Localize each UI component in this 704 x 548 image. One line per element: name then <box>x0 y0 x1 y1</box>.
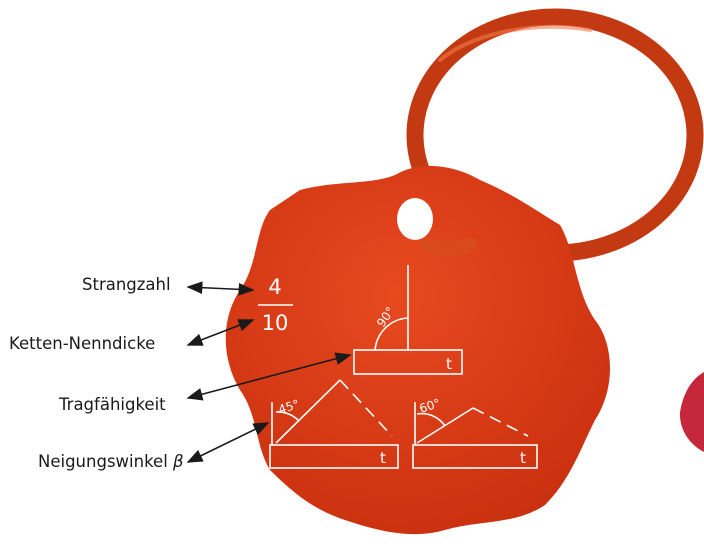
capacity-unit-60: t <box>520 449 526 467</box>
angle-45-arc <box>275 411 299 421</box>
strand-number: 4 <box>268 275 281 299</box>
strand-60-dashed <box>472 407 529 437</box>
beta-symbol: β <box>173 452 184 471</box>
capacity-box-90 <box>353 349 463 375</box>
label-strand-count: Strangzahl <box>82 275 171 294</box>
chain-size: 10 <box>262 311 289 335</box>
capacity-unit-45: t <box>380 449 386 467</box>
angle-60-label: 60° <box>418 396 443 416</box>
strand-45-dashed <box>339 379 393 437</box>
callout-arrows <box>186 281 352 463</box>
capacity-box-60 <box>412 444 538 469</box>
angle-45-label: 45° <box>277 397 302 417</box>
label-inclination-angle: Neigungswinkel β <box>38 452 184 471</box>
capacity-box-45 <box>269 444 399 469</box>
engraving-group <box>258 265 538 469</box>
arrow-strand-count <box>186 281 255 296</box>
label-nominal-chain-size: Ketten-Nenndicke <box>9 334 156 353</box>
label-load-capacity: Tragfähigkeit <box>59 395 166 414</box>
capacity-unit-90: t <box>446 355 452 373</box>
angle-90-arc <box>374 317 409 351</box>
ring-front <box>420 237 478 257</box>
tag-hole <box>397 198 433 240</box>
adjacent-object <box>679 372 704 452</box>
arrow-load-capacity <box>186 352 352 401</box>
ring-highlight <box>438 24 592 62</box>
inclination-angle-text: Neigungswinkel <box>38 452 168 471</box>
arrow-inclination <box>186 422 270 463</box>
arrow-chain-size <box>186 319 255 346</box>
angle-60-arc <box>416 412 446 427</box>
